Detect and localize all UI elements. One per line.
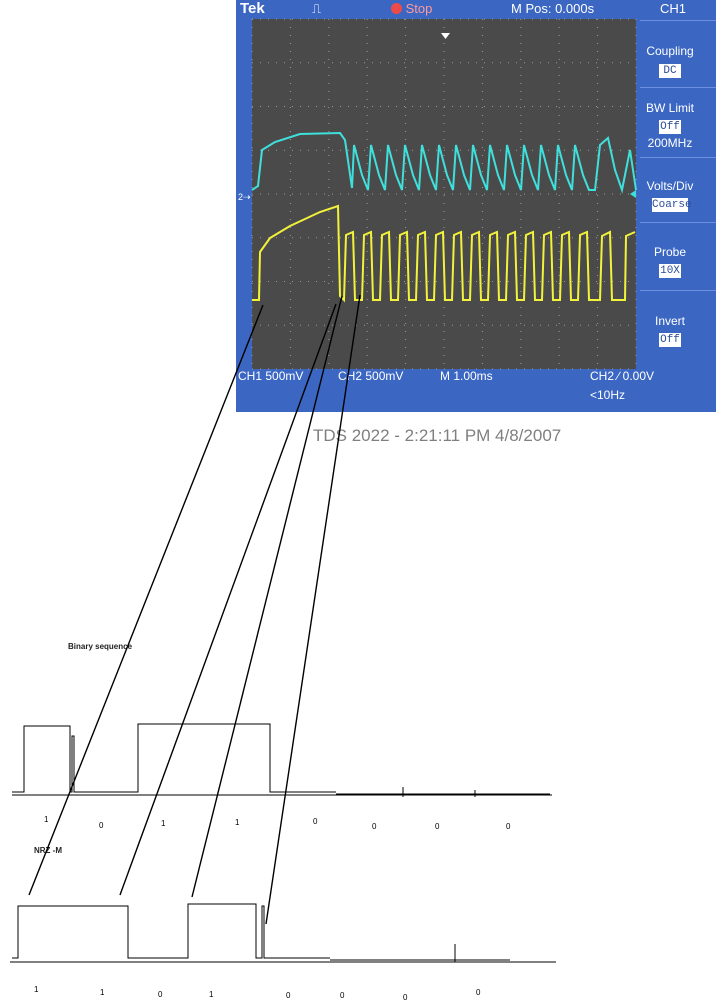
ch2-waveform (252, 133, 636, 190)
trigger-level-marker (630, 190, 636, 198)
trigger-position-marker (441, 33, 450, 39)
ch1-waveform (252, 206, 635, 300)
scope-grid (252, 19, 636, 369)
ch2-ground-marker: 2⇢ (238, 192, 251, 202)
connector-line (192, 296, 342, 897)
connector-line (266, 295, 360, 924)
connector-lines (29, 295, 360, 924)
nrzm-waveform (12, 904, 510, 960)
